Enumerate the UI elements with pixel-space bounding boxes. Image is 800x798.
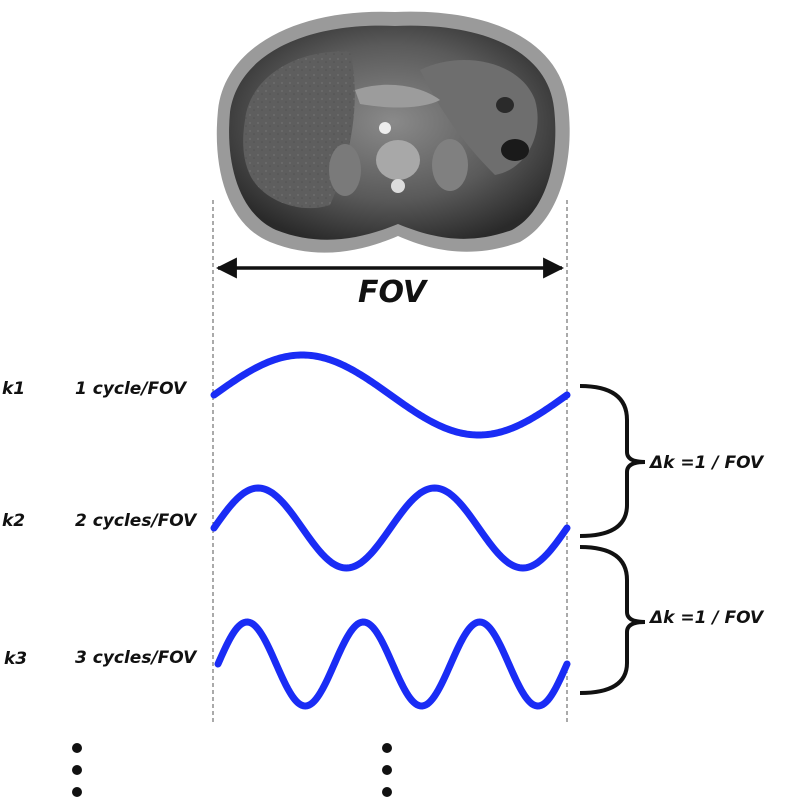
mri-left-kidney [329, 144, 361, 196]
fov-label: FOV [358, 275, 427, 310]
mri-spinal-canal [391, 179, 405, 193]
wave-k3 [214, 618, 571, 710]
mri-right-kidney [432, 139, 468, 191]
mri-liver [243, 51, 355, 209]
mri-image [216, 11, 570, 253]
k3-label: k3 [4, 649, 28, 669]
k1-cycles-label: 1 cycle/FOV [75, 379, 187, 399]
mri-vertebra [376, 140, 420, 180]
wave-k2 [210, 484, 571, 572]
mri-bowel-gas-1 [501, 139, 529, 161]
brace-delta-k-2 [579, 545, 646, 695]
wave-k1 [210, 351, 571, 439]
k1-label: k1 [2, 379, 26, 399]
ellipsis-center [382, 743, 392, 797]
k3-cycles-label: 3 cycles/FOV [75, 648, 197, 668]
delta-k-label-2: Δk =1 / FOV [650, 608, 764, 628]
k2-label: k2 [2, 511, 26, 531]
mri-aorta [379, 122, 391, 134]
brace-delta-k-1 [579, 384, 646, 538]
delta-k-label-1: Δk =1 / FOV [650, 453, 764, 473]
ellipsis-left [72, 743, 82, 797]
mri-pancreas [355, 84, 440, 108]
k2-cycles-label: 2 cycles/FOV [75, 511, 197, 531]
mri-bowel-gas-2 [496, 97, 514, 113]
